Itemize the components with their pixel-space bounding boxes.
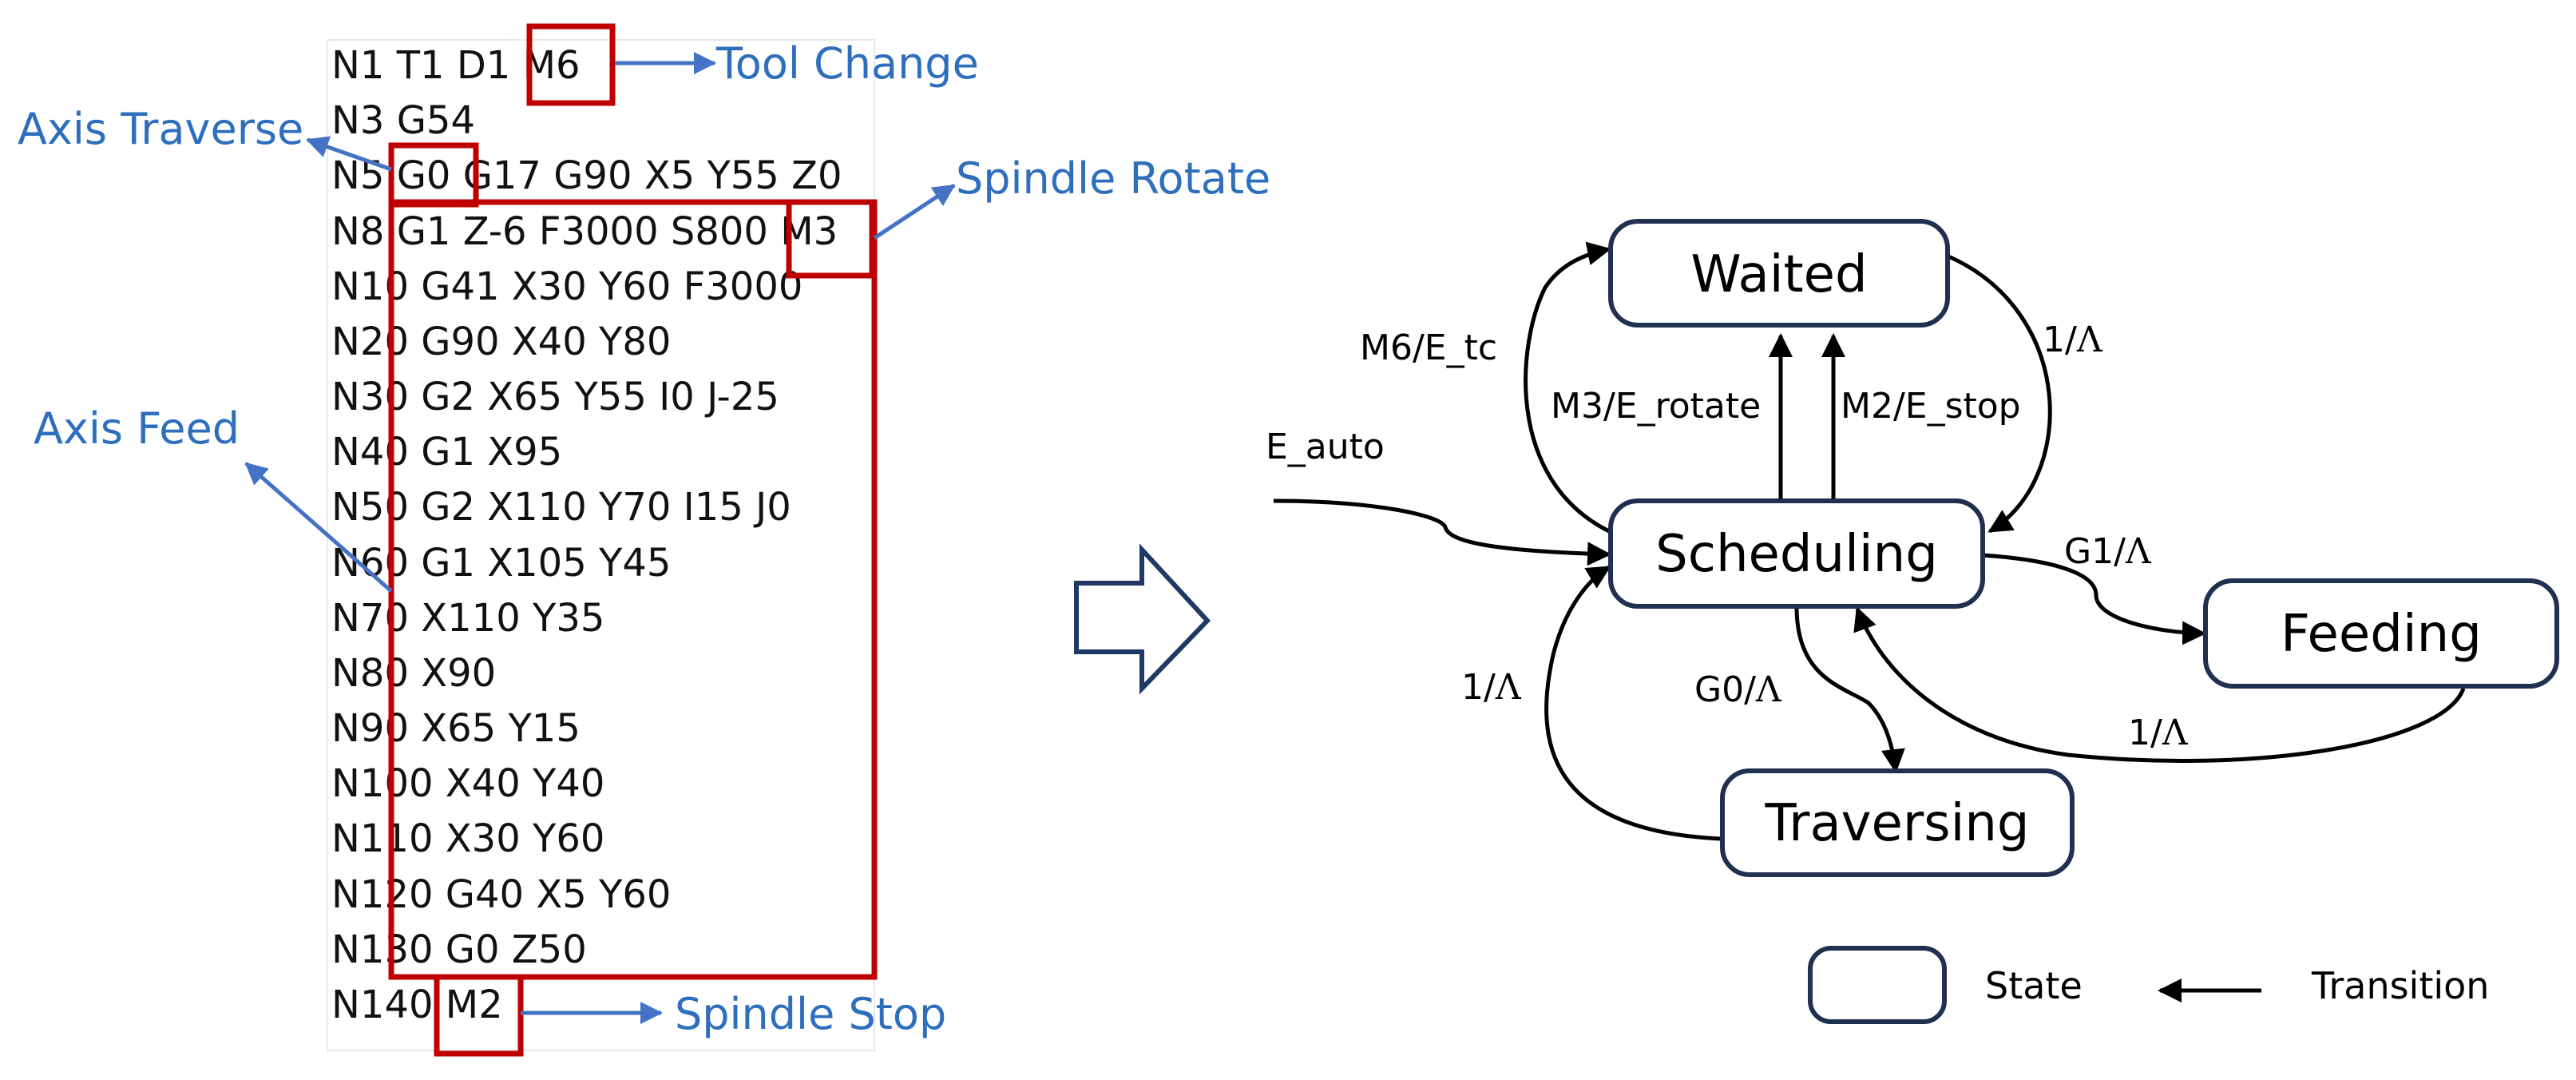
gcode-listing: N1 T1 D1 M6 N3 G54 N5 G0 G17 G90 X5 Y55 …	[327, 39, 875, 1051]
state-machine: Waited Scheduling Feeding Traversing M6/…	[1266, 219, 2559, 1024]
label-m3-e-rotate: M3/E_rotate	[1551, 386, 1761, 427]
big-right-arrow	[1074, 543, 1211, 695]
label-waited-return: 1/Λ	[2043, 320, 2103, 360]
code-line: N60 G1 X105 Y45	[331, 541, 671, 586]
state-waited: Waited	[1608, 219, 1950, 328]
state-feeding: Feeding	[2203, 578, 2559, 689]
state-traversing-label: Traversing	[1764, 794, 2029, 853]
code-line: N130 G0 Z50	[331, 927, 587, 972]
code-line: N30 G2 X65 Y55 I0 J-25	[331, 375, 779, 419]
transition-scheduling-to-traversing-g0	[1794, 606, 1905, 773]
code-line: N3 G54	[331, 98, 475, 143]
axis-traverse-label: Axis Traverse	[18, 104, 303, 154]
tool-change-label: Tool Change	[715, 38, 979, 89]
transition-feeding-to-scheduling-lambda	[1853, 606, 2466, 763]
transition-traversing-to-scheduling-lambda	[1544, 565, 1722, 841]
code-line: N70 X110 Y35	[331, 596, 604, 641]
m6-highlight-box	[526, 23, 616, 106]
code-line: N110 X30 Y60	[331, 816, 604, 861]
code-line: N120 G40 X5 Y60	[331, 872, 671, 917]
code-line: N140 M2	[331, 983, 503, 1027]
label-m6-e-tc: M6/E_tc	[1360, 328, 1497, 368]
m2-highlight-box	[434, 974, 524, 1057]
transition-scheduling-to-waited-m6	[1524, 241, 1611, 534]
transition-scheduling-to-feeding-g1	[1981, 553, 2206, 645]
state-traversing: Traversing	[1720, 768, 2075, 877]
code-line: N40 G1 X95	[331, 430, 562, 474]
state-scheduling-label: Scheduling	[1655, 525, 1938, 584]
transitions	[1273, 241, 2466, 841]
label-g1: G1/Λ	[2064, 531, 2152, 572]
transition-initial-e-auto	[1273, 498, 1611, 566]
label-g0: G0/Λ	[1694, 669, 1782, 710]
code-line: N100 X40 Y40	[331, 761, 604, 806]
label-m2-e-stop: M2/E_stop	[1841, 386, 2021, 427]
code-line: N20 G90 X40 Y80	[331, 320, 671, 364]
spindle-rotate-arrow	[873, 183, 956, 240]
transition-waited-to-scheduling-lambda	[1946, 253, 2052, 534]
label-traversing-return: 1/Λ	[1461, 667, 1522, 708]
label-feeding-return: 1/Λ	[2128, 713, 2189, 753]
axis-feed-arrow	[244, 462, 393, 593]
state-waited-label: Waited	[1690, 245, 1867, 304]
legend-state-swatch	[1808, 946, 1947, 1024]
code-line: N5 G0 G17 G90 X5 Y55 Z0	[331, 153, 842, 198]
legend-state-label: State	[1985, 964, 2083, 1007]
code-line: N10 G41 X30 Y60 F3000	[331, 264, 803, 309]
code-line: N80 X90	[331, 651, 496, 696]
state-scheduling: Scheduling	[1608, 498, 1985, 609]
spindle-rotate-label: Spindle Rotate	[956, 153, 1270, 204]
legend: State Transition	[1808, 946, 2489, 1024]
label-e-auto: E_auto	[1266, 427, 1385, 467]
spindle-stop-label: Spindle Stop	[675, 989, 946, 1039]
axis-feed-label: Axis Feed	[34, 403, 240, 454]
code-line: N1 T1 D1 M6	[331, 43, 581, 88]
code-line: N90 X65 Y15	[331, 706, 581, 751]
legend-transition-label: Transition	[2311, 964, 2489, 1007]
code-line: N50 G2 X110 Y70 I15 J0	[331, 485, 791, 530]
code-line: N8 G1 Z-6 F3000 S800 M3	[331, 209, 838, 254]
state-feeding-label: Feeding	[2281, 605, 2482, 664]
axis-traverse-arrow	[306, 136, 392, 172]
callouts: Tool Change Axis Traverse Spindle Rotate…	[18, 38, 1270, 1039]
